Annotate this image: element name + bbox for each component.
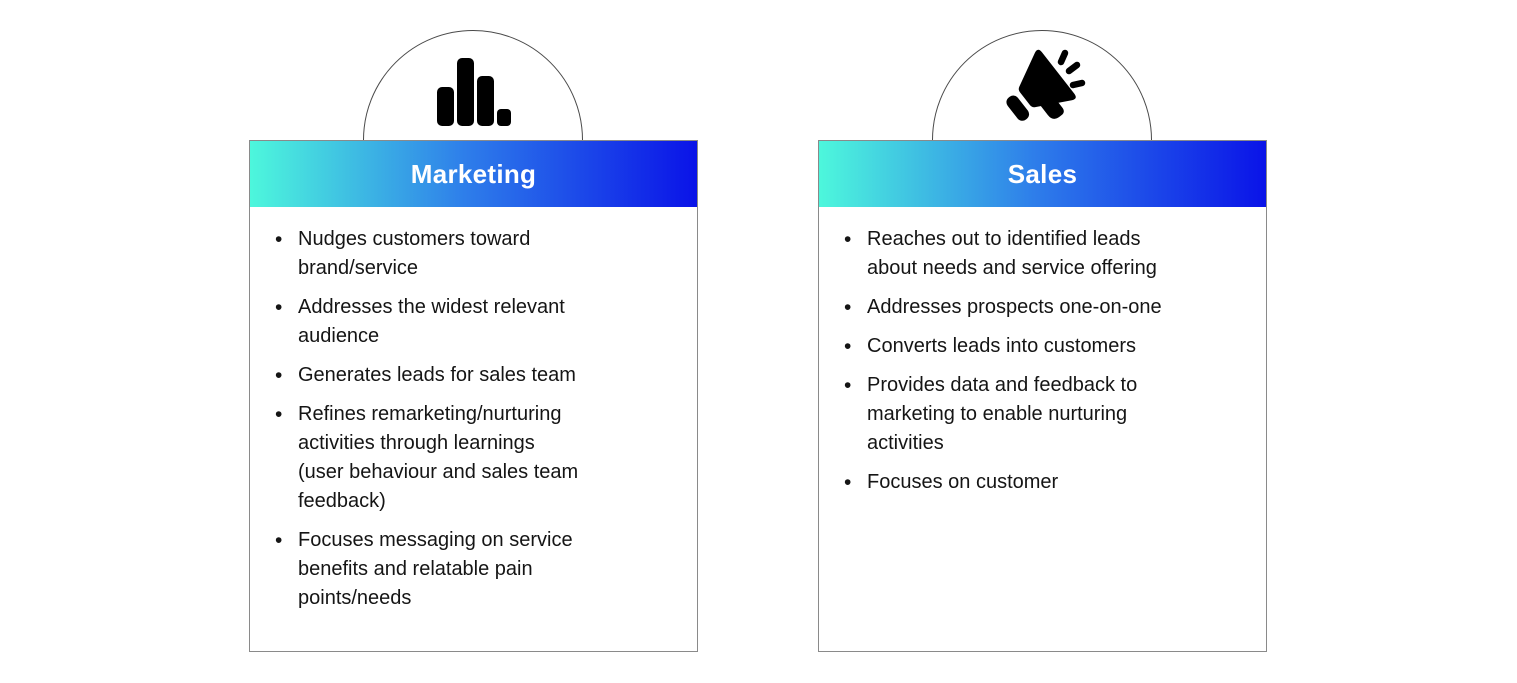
bullet-item: Addresses prospects one-on-one [843, 293, 1246, 322]
marketing-panel: Marketing Nudges customers toward brand/… [249, 140, 698, 652]
sales-body: Reaches out to identified leads about ne… [819, 207, 1266, 497]
bullet-item: Generates leads for sales team [274, 361, 677, 390]
marketing-header: Marketing [250, 141, 697, 207]
bullet-item: Provides data and feedback to marketing … [843, 371, 1246, 458]
sales-header: Sales [819, 141, 1266, 207]
bullet-item: Nudges customers toward brand/service [274, 225, 677, 283]
bullet-item: Reaches out to identified leads about ne… [843, 225, 1246, 283]
bullet-item: Focuses messaging on service benefits an… [274, 526, 677, 613]
bullet-item: Refines remarketing/nurturing activities… [274, 400, 677, 516]
bullet-item: Converts leads into customers [843, 332, 1246, 361]
bullet-item: Focuses on customer [843, 468, 1246, 497]
megaphone-icon [1003, 44, 1087, 124]
bar-chart-icon [437, 58, 511, 126]
sales-card: Sales Reaches out to identified leads ab… [818, 30, 1267, 652]
bullet-item: Addresses the widest relevant audience [274, 293, 677, 351]
marketing-title: Marketing [410, 158, 537, 189]
sales-panel: Sales Reaches out to identified leads ab… [818, 140, 1267, 652]
marketing-bullet-list: Nudges customers toward brand/service Ad… [274, 225, 677, 613]
marketing-card: Marketing Nudges customers toward brand/… [249, 30, 698, 652]
marketing-body: Nudges customers toward brand/service Ad… [250, 207, 697, 613]
sales-bullet-list: Reaches out to identified leads about ne… [843, 225, 1246, 497]
sales-title: Sales [1007, 158, 1078, 189]
